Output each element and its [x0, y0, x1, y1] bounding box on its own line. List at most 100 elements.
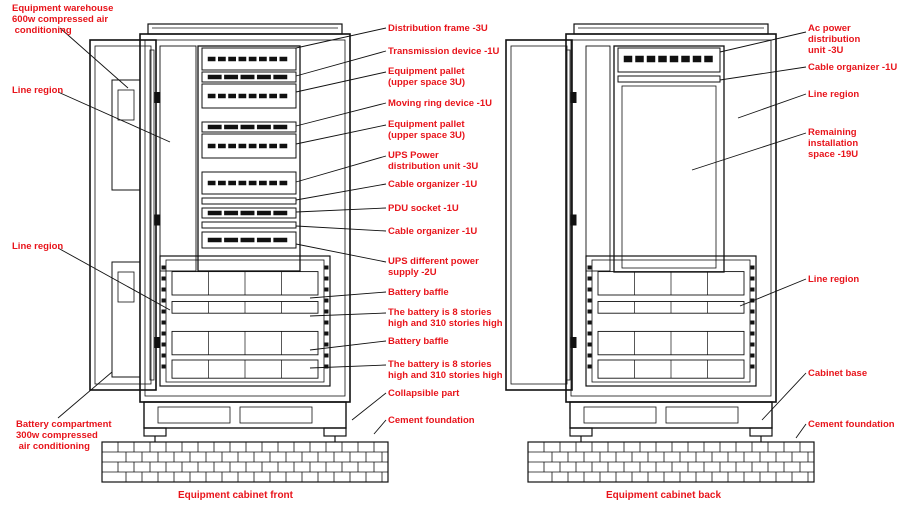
- front-rail-hole-right: [324, 287, 329, 292]
- front-distribution-frame-module: [248, 56, 257, 62]
- label-distribution-frame: Distribution frame -3U: [388, 23, 488, 34]
- front-ups-power-supply-module: [224, 237, 239, 243]
- label-line-region-lower-left: Line region: [12, 241, 64, 252]
- front-equipment-pallet-1-module: [248, 93, 257, 99]
- label-cement-foundation-back: Cement foundation: [808, 419, 895, 430]
- leader-line-0: [59, 27, 129, 89]
- back-rail-hole-left: [587, 331, 592, 336]
- leader-line-14: [309, 291, 387, 299]
- front-ups-power-supply-module: [240, 237, 255, 243]
- back-rail-hole-left: [587, 364, 592, 369]
- label-line-region-back-lower: Line region: [808, 274, 860, 285]
- front-base-vent-right: [239, 406, 313, 424]
- leader-line-9: [295, 155, 387, 183]
- label-transmission-device: Transmission device -1U: [388, 46, 500, 57]
- front-equipment-pallet-2-module: [218, 143, 226, 149]
- label-collapsible-part: Collapsible part: [388, 388, 460, 399]
- front-rail-hole-left: [161, 309, 166, 314]
- front-pdu-socket-module: [207, 210, 222, 216]
- front-cabinet-drawing: [89, 23, 389, 483]
- leader-line-11: [295, 207, 387, 213]
- back-foot-right: [749, 427, 773, 437]
- leader-line-6: [295, 71, 387, 93]
- front-rail-hole-left: [161, 320, 166, 325]
- leader-lines: [57, 27, 807, 439]
- back-cabinet-drawing: [505, 23, 815, 483]
- label-ups-different-power-supply: UPS different power supply -2U: [388, 256, 479, 278]
- front-door-inner: [94, 45, 152, 385]
- back-door-hinge-strip: [565, 49, 571, 381]
- front-rail-hole-right: [324, 298, 329, 303]
- back-hinge: [570, 337, 577, 348]
- back-rail-hole-right: [750, 342, 755, 347]
- front-door: [89, 39, 157, 391]
- front-pdu-socket-module: [240, 210, 255, 216]
- back-rail-hole-left: [587, 342, 592, 347]
- front-rail-hole-right: [324, 276, 329, 281]
- back-remaining-space: [621, 85, 717, 269]
- front-transmission-device-module: [273, 74, 288, 80]
- front-base-vent-left: [157, 406, 231, 424]
- front-battery-frame: [159, 255, 331, 387]
- front-transmission-device-module: [224, 74, 239, 80]
- front-pdu-socket-module: [224, 210, 239, 216]
- front-foot-right: [323, 427, 347, 437]
- front-foot-left: [143, 427, 167, 437]
- front-equipment-pallet-2-module: [269, 143, 277, 149]
- front-door-upper-unit: [111, 79, 141, 191]
- back-rail-hole-left: [587, 276, 592, 281]
- front-equipment-pallet-1-module: [279, 93, 288, 99]
- back-rail-hole-left: [587, 287, 592, 292]
- front-hinge: [154, 92, 161, 103]
- back-equipment-rack: [613, 45, 725, 273]
- back-foot-left: [569, 427, 593, 437]
- front-ups-pdu-module: [259, 180, 267, 186]
- label-battery-compartment: Battery compartment 300w compressed air …: [16, 419, 112, 452]
- leader-line-8: [295, 124, 387, 145]
- caption-front: Equipment cabinet front: [178, 490, 293, 501]
- leader-line-13: [295, 243, 387, 263]
- label-ac-power-distribution: Ac power distribution unit -3U: [808, 23, 861, 56]
- front-rail-hole-right: [324, 320, 329, 325]
- back-ac-pdu-breaker: [658, 55, 667, 63]
- label-battery-baffle-1: Battery baffle: [388, 287, 449, 298]
- back-battery-inner: [591, 259, 751, 383]
- front-distribution-frame-module: [279, 56, 288, 62]
- front-equipment-pallet-1-module: [228, 93, 236, 99]
- label-moving-ring-device: Moving ring device -1U: [388, 98, 492, 109]
- leader-line-17: [309, 364, 387, 369]
- front-equipment-pallet-2-module: [238, 143, 247, 149]
- front-distribution-frame-module: [228, 56, 236, 62]
- back-base: [569, 401, 773, 429]
- label-battery-baffle-2: Battery baffle: [388, 336, 449, 347]
- back-ac-pdu-breaker: [669, 55, 679, 63]
- back-rail-hole-right: [750, 276, 755, 281]
- front-ups-pdu-module: [248, 180, 257, 186]
- leader-line-10: [295, 183, 387, 201]
- leader-line-25: [761, 372, 807, 421]
- front-rail-hole-left: [161, 276, 166, 281]
- back-ac-pdu-breaker: [623, 55, 633, 63]
- front-moving-ring-device-module: [224, 124, 239, 130]
- front-ups-pdu-module: [238, 180, 247, 186]
- front-ups-power-supply-module: [256, 237, 271, 243]
- back-cable-organizer: [617, 75, 721, 83]
- back-hinge: [570, 92, 577, 103]
- back-roof: [573, 23, 769, 35]
- front-ups-pdu: [201, 171, 297, 195]
- front-ups-pdu-module: [269, 180, 277, 186]
- back-ac-pdu-breaker: [646, 55, 656, 63]
- front-rail-hole-left: [161, 364, 166, 369]
- front-door-hinge-strip: [149, 49, 155, 381]
- back-rail-hole-left: [587, 353, 592, 358]
- label-cable-organizer-back: Cable organizer -1U: [808, 62, 898, 73]
- label-battery-stories-1: The battery is 8 stories high and 310 st…: [388, 307, 503, 329]
- front-rail-hole-left: [161, 298, 166, 303]
- front-distribution-frame: [201, 47, 297, 71]
- front-equipment-pallet-2-module: [259, 143, 267, 149]
- front-ups-pdu-module: [207, 180, 216, 186]
- back-rail-hole-right: [750, 353, 755, 358]
- leader-line-23: [691, 132, 807, 171]
- back-door: [505, 39, 573, 391]
